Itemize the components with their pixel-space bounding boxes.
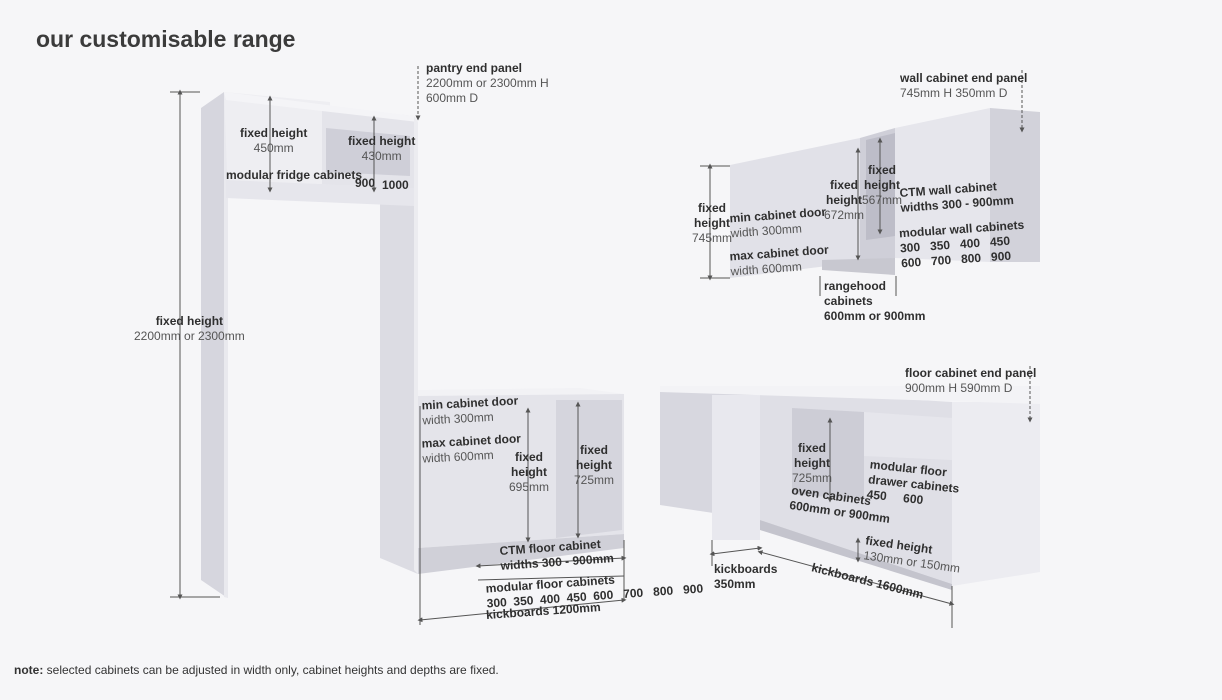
wall-end-panel-title: wall cabinet end panel (900, 71, 1028, 85)
wall-fixed-672-label1: fixed (830, 178, 859, 192)
floor-right-fixed-value: 725mm (792, 471, 833, 485)
floor-cabinets-right (660, 386, 1040, 590)
floor-fixed-725-label2: height (576, 458, 612, 472)
wall-end-panel-size: 745mm H 350mm D (900, 86, 1008, 100)
pantry-end-panel-size1: 2200mm or 2300mm H (426, 76, 549, 90)
pantry-fixed-height-a-value: 450mm (253, 141, 294, 155)
note-text: selected cabinets can be adjusted in wid… (46, 663, 499, 677)
floor-right-fixed-725: fixed height 725mm (792, 441, 832, 486)
floor-min-door: min cabinet door width 300mm (421, 393, 519, 428)
floor-end-panel-label: floor cabinet end panel 900mm H 590mm D (905, 366, 1036, 396)
wall-fixed-672-label2: height (826, 193, 862, 207)
wall-fixed-745-value: 745mm (692, 231, 733, 245)
wall-fixed-567-label2: height (864, 178, 900, 192)
floor-fixed-725-value: 725mm (574, 473, 615, 487)
floor-fixed-695: fixed height 695mm (509, 450, 549, 495)
pantry-fixed-height-450: fixed height 450mm (240, 126, 307, 156)
pantry-unit (201, 92, 418, 598)
page-title: our customisable range (36, 26, 296, 52)
pantry-fixed-height-b-label: fixed height (348, 134, 416, 148)
floor-right-fixed-label2: height (794, 456, 830, 470)
floor-right-fixed-label1: fixed (798, 441, 827, 455)
rangehood-line1: rangehood (824, 279, 886, 293)
wall-modular: modular wall cabinets 300 350 400 450 60… (899, 218, 1027, 272)
pantry-tall-fixed-value: 2200mm or 2300mm (134, 329, 245, 343)
kickboards-350: kickboards 350mm (714, 562, 777, 592)
dimension-lines (170, 66, 1033, 628)
floor-cabinets-left (418, 388, 624, 574)
wall-fixed-567: fixed height 567mm (862, 163, 902, 208)
kick350-line2: 350mm (714, 577, 756, 591)
floor-end-panel-size: 900mm H 590mm D (905, 381, 1013, 395)
floor-fixed-695-label2: height (511, 465, 547, 479)
wall-cabinets (730, 108, 1040, 278)
fridge-width-900: 900 (355, 176, 376, 190)
wall-fixed-745: fixed height 745mm (692, 201, 732, 246)
pantry-fixed-height-a-label: fixed height (240, 126, 308, 140)
wall-fixed-672: fixed height 672mm (824, 178, 864, 223)
rangehood-label: rangehood cabinets 600mm or 900mm (824, 279, 925, 324)
floor-fixed-695-value: 695mm (509, 480, 550, 494)
wall-fixed-567-value: 567mm (862, 193, 903, 207)
rangehood-line3: 600mm or 900mm (824, 309, 926, 323)
pantry-fixed-height-b-value: 430mm (361, 149, 402, 163)
floor-fixed-695-label1: fixed (515, 450, 544, 464)
pantry-tall-fixed-label: fixed height (155, 314, 224, 328)
rangehood-line2: cabinets (824, 294, 873, 308)
wall-fixed-567-label1: fixed (868, 163, 897, 177)
pantry-end-panel-label: pantry end panel 2200mm or 2300mm H 600m… (426, 61, 549, 106)
pantry-tall-fixed-height: fixed height 2200mm or 2300mm (134, 314, 245, 344)
kick350-line1: kickboards (714, 562, 778, 576)
floor-end-panel-title: floor cabinet end panel (905, 366, 1037, 380)
pantry-fixed-height-430: fixed height 430mm (348, 134, 415, 164)
modular-fridge-label: modular fridge cabinets (226, 168, 363, 182)
footer-note: note: selected cabinets can be adjusted … (14, 663, 499, 677)
wall-fixed-672-value: 672mm (824, 208, 865, 222)
wall-end-panel-label: wall cabinet end panel 745mm H 350mm D (900, 71, 1027, 101)
pantry-end-panel-size2: 600mm D (426, 91, 479, 105)
floor-max-door: max cabinet door width 600mm (421, 431, 522, 466)
fridge-width-1000: 1000 (382, 178, 409, 192)
floor-fixed-725-label1: fixed (580, 443, 609, 457)
pantry-end-panel-title: pantry end panel (426, 61, 523, 75)
floor-fixed-725: fixed height 725mm (574, 443, 614, 488)
drawer-cabinets: modular floor drawer cabinets 450 600 (866, 457, 962, 511)
note-prefix: note: (14, 663, 44, 677)
wall-fixed-745-label2: height (694, 216, 730, 230)
wall-fixed-745-label1: fixed (698, 201, 727, 215)
